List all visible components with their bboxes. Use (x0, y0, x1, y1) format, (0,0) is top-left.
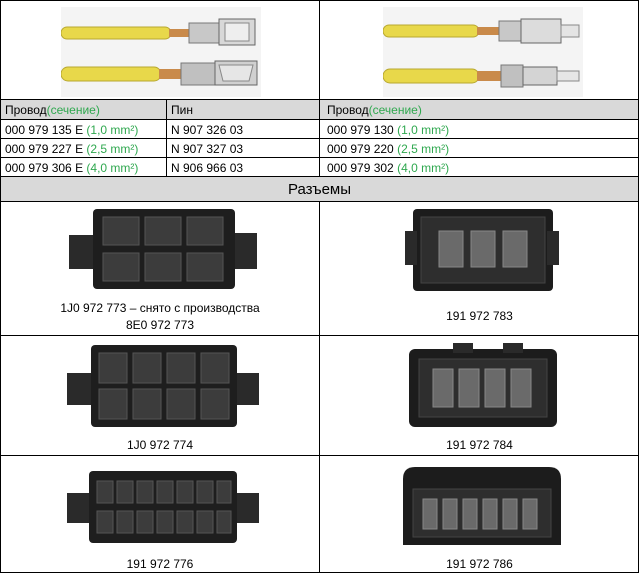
wire-number: 000 979 227 E (5, 141, 84, 156)
connector-caption-3: 1J0 972 774 (1, 437, 319, 454)
connector-caption-2: 191 972 783 (321, 308, 638, 325)
table-row-1-pin: N 907 326 03 (171, 120, 243, 139)
table-row-2-left-wire: 000 979 227 E (2,5 mm²) (5, 139, 138, 158)
header-section-label: (сечение) (46, 102, 100, 117)
wire-number: 000 979 130 (327, 122, 394, 137)
connector-caption-1: 1J0 972 773 – снято с производства 8E0 9… (1, 300, 319, 334)
caption-line: 191 972 776 (126, 557, 194, 571)
header-wire-label: Провод (327, 102, 369, 117)
connector-caption-4: 191 972 784 (321, 437, 638, 454)
table-row-1-left-wire: 000 979 135 E (1,0 mm²) (5, 120, 138, 139)
caption-line: 1J0 972 773 – снято с производства (60, 301, 260, 315)
grid-line (319, 1, 320, 177)
connector-photo-6 (383, 459, 581, 553)
wire-section: (2,5 mm²) (397, 141, 450, 156)
header-wire-left: Провод (сечение) (5, 100, 100, 119)
caption-line: 191 972 783 (446, 309, 513, 323)
wire-number: 000 979 220 (327, 141, 394, 156)
wire-number: 000 979 135 E (5, 122, 84, 137)
wire-section: (1,0 mm²) (397, 122, 450, 137)
caption-line: 191 972 786 (446, 557, 513, 571)
header-pin: Пин (171, 100, 193, 119)
pin-number: N 907 326 03 (171, 122, 244, 137)
pin-number: N 906 966 03 (171, 160, 244, 175)
wire-number: 000 979 306 E (5, 160, 84, 175)
wire-terminal-photo-left (61, 7, 261, 97)
table-row-3-right-wire: 000 979 302 (4,0 mm²) (327, 158, 449, 177)
connector-photo-2 (383, 201, 581, 299)
table-row-2-right-wire: 000 979 220 (2,5 mm²) (327, 139, 449, 158)
table-row-1-right-wire: 000 979 130 (1,0 mm²) (327, 120, 449, 139)
wire-section: (1,0 mm²) (86, 122, 139, 137)
caption-line: 1J0 972 774 (126, 438, 194, 452)
section-title-text: Разъемы (287, 180, 352, 198)
table-row-3-pin: N 906 966 03 (171, 158, 243, 177)
table-row-3-left-wire: 000 979 306 E (4,0 mm²) (5, 158, 138, 177)
connector-caption-6: 191 972 786 (321, 556, 638, 573)
wire-terminal-photo-right (383, 7, 583, 97)
connector-photo-3 (63, 339, 263, 433)
grid-line (166, 99, 167, 177)
section-title: Разъемы (1, 177, 638, 201)
wire-section: (4,0 mm²) (86, 160, 139, 175)
wire-number: 000 979 302 (327, 160, 394, 175)
caption-line: 191 972 784 (446, 438, 513, 452)
pin-number: N 907 327 03 (171, 141, 244, 156)
header-section-label: (сечение) (368, 102, 422, 117)
header-wire-right: Провод (сечение) (327, 100, 422, 119)
table-row-2-pin: N 907 327 03 (171, 139, 243, 158)
grid-line (319, 201, 320, 572)
header-pin-label: Пин (171, 102, 193, 117)
wire-section: (2,5 mm²) (86, 141, 139, 156)
connector-photo-5 (63, 459, 263, 553)
caption-line: 8E0 972 773 (125, 318, 195, 332)
connector-photo-1 (63, 201, 263, 297)
connector-caption-5: 191 972 776 (1, 556, 319, 573)
wire-section: (4,0 mm²) (397, 160, 450, 175)
connector-photo-4 (383, 339, 581, 435)
header-wire-label: Провод (5, 102, 47, 117)
